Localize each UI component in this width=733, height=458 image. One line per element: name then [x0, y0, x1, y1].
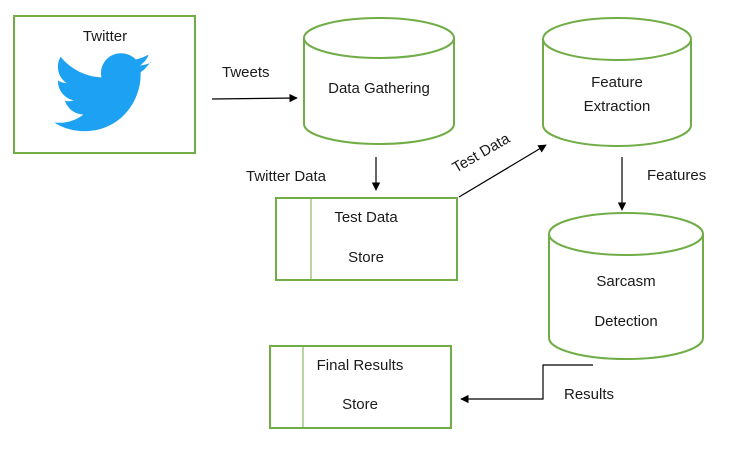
features-label: Features — [647, 167, 706, 184]
twitter-data-label: Twitter Data — [246, 168, 327, 185]
twitter-label: Twitter — [83, 28, 127, 45]
final-results-store-label-line1: Final Results — [317, 357, 404, 374]
edge-twitter-data: Twitter Data — [246, 157, 381, 191]
test-data-store-label-line2: Store — [348, 249, 384, 266]
tweets-label: Tweets — [222, 64, 270, 81]
feature-extraction-node: Feature Extraction — [542, 17, 692, 147]
final-results-store-node: Final Results Store — [269, 345, 452, 429]
edge-results: Results — [460, 364, 614, 404]
final-results-store-label-line2: Store — [342, 396, 378, 413]
twitter-bird-icon — [53, 53, 152, 132]
sarcasm-detection-cylinder-top — [548, 212, 704, 256]
test-data-label: Test Data — [450, 130, 514, 177]
edge-test-data: Test Data — [450, 130, 547, 198]
edge-features: Features — [617, 157, 706, 211]
feature-extraction-label-line1: Feature — [591, 74, 643, 91]
results-label: Results — [564, 386, 614, 403]
final-results-store-box — [269, 345, 452, 429]
data-gathering-node: Data Gathering — [303, 17, 455, 145]
test-data-arrow — [458, 144, 547, 198]
edge-tweets: Tweets — [211, 64, 298, 103]
results-arrow — [460, 364, 593, 404]
test-data-store-box — [275, 197, 458, 281]
sarcasm-detection-node: Sarcasm Detection — [548, 212, 704, 360]
sarcasm-detection-cylinder-body — [548, 234, 704, 360]
tweets-arrow — [211, 93, 298, 103]
test-data-store-node: Test Data Store — [275, 197, 458, 281]
feature-extraction-cylinder-body — [542, 39, 692, 147]
feature-extraction-label-line2: Extraction — [584, 98, 651, 115]
sarcasm-detection-label-line1: Sarcasm — [596, 273, 655, 290]
data-gathering-cylinder-body — [303, 38, 455, 145]
feature-extraction-cylinder-top — [542, 17, 692, 61]
sarcasm-detection-label-line2: Detection — [594, 313, 657, 330]
twitter-node: Twitter — [13, 15, 196, 154]
data-gathering-label: Data Gathering — [328, 80, 430, 97]
data-gathering-cylinder-top — [303, 17, 455, 59]
test-data-store-label-line1: Test Data — [334, 209, 398, 226]
